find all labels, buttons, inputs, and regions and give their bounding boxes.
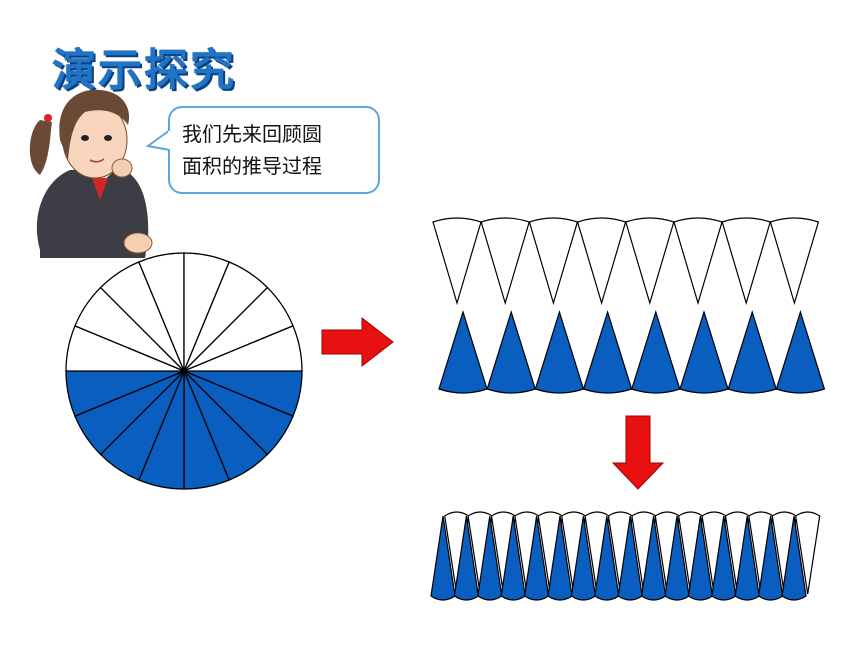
white-sector (625, 217, 675, 306)
blue-sector (582, 309, 633, 394)
white-sector (795, 511, 821, 595)
blue-sector-row (438, 309, 826, 394)
white-sector (432, 217, 482, 306)
blue-sector (486, 309, 536, 394)
white-sector (480, 217, 530, 306)
bubble-line-1: 我们先来回顾圆 (182, 122, 322, 146)
page-title: 演示探究 (52, 45, 236, 96)
blue-sector (781, 515, 807, 601)
white-sector (576, 217, 627, 306)
white-sector (528, 217, 579, 306)
blue-sector (534, 309, 585, 394)
blue-sector (438, 309, 488, 394)
white-sector (673, 217, 723, 306)
divided-circle (65, 252, 303, 490)
white-sector (183, 324, 303, 372)
right-arrow-icon (321, 316, 394, 368)
white-sector (769, 217, 820, 306)
down-arrow-icon (611, 415, 665, 490)
blue-sector (775, 309, 826, 394)
speech-bubble-text: 我们先来回顾圆 面积的推导过程 (182, 118, 372, 182)
white-sector-row (432, 217, 820, 306)
blue-sector (727, 309, 777, 394)
blue-sector (631, 309, 681, 394)
rearranged-sector-strip (430, 511, 821, 601)
blue-sector (679, 309, 729, 394)
white-sector (721, 217, 771, 306)
bubble-line-2: 面积的推导过程 (182, 154, 322, 178)
